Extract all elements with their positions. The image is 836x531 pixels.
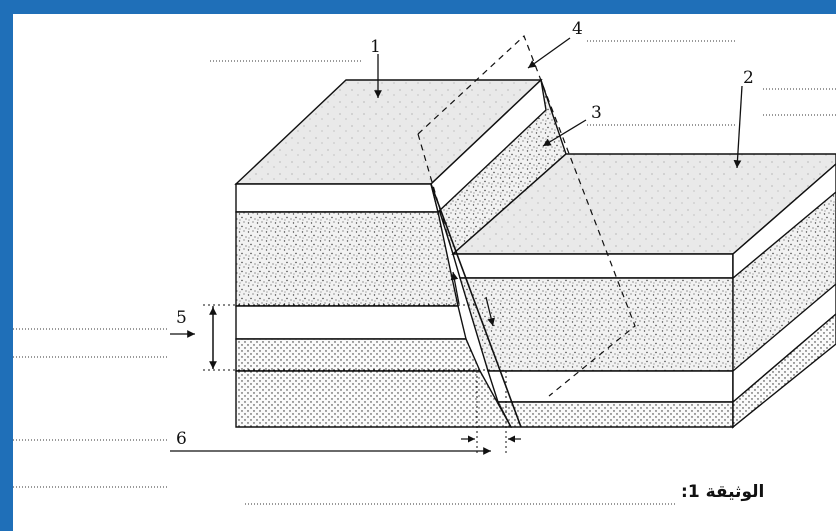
right-block: [451, 153, 836, 429]
left-block: [234, 78, 567, 428]
document-caption: الوثيقة 1:: [681, 482, 765, 502]
answer-lines: [13, 40, 836, 505]
right-layer-white-mid: [487, 370, 734, 403]
label-6: 6: [176, 429, 187, 449]
document-sheet: 1 2 3 4 5 6 الوثيقة 1:: [13, 14, 836, 531]
left-layer-speckled: [235, 211, 459, 307]
down-arrow: [485, 296, 495, 327]
label-5: 5: [176, 308, 187, 328]
fault-block-diagram: 1 2 3 4 5 6: [13, 19, 836, 505]
label-2: 2: [743, 68, 754, 88]
label-4: 4: [572, 19, 583, 39]
left-layer-white-top: [235, 183, 439, 213]
fault-plane-dashed: [417, 34, 636, 397]
right-layer-dotted: [496, 401, 734, 428]
label-1: 1: [370, 37, 381, 57]
left-layer-dotted: [235, 338, 482, 372]
up-arrow: [450, 271, 460, 305]
label-3: 3: [591, 103, 602, 123]
right-layer-speckled: [459, 277, 734, 372]
right-layer-white-top: [452, 253, 734, 279]
left-layer-white-mid: [235, 305, 467, 340]
left-layer-dotted-lower: [235, 370, 513, 428]
